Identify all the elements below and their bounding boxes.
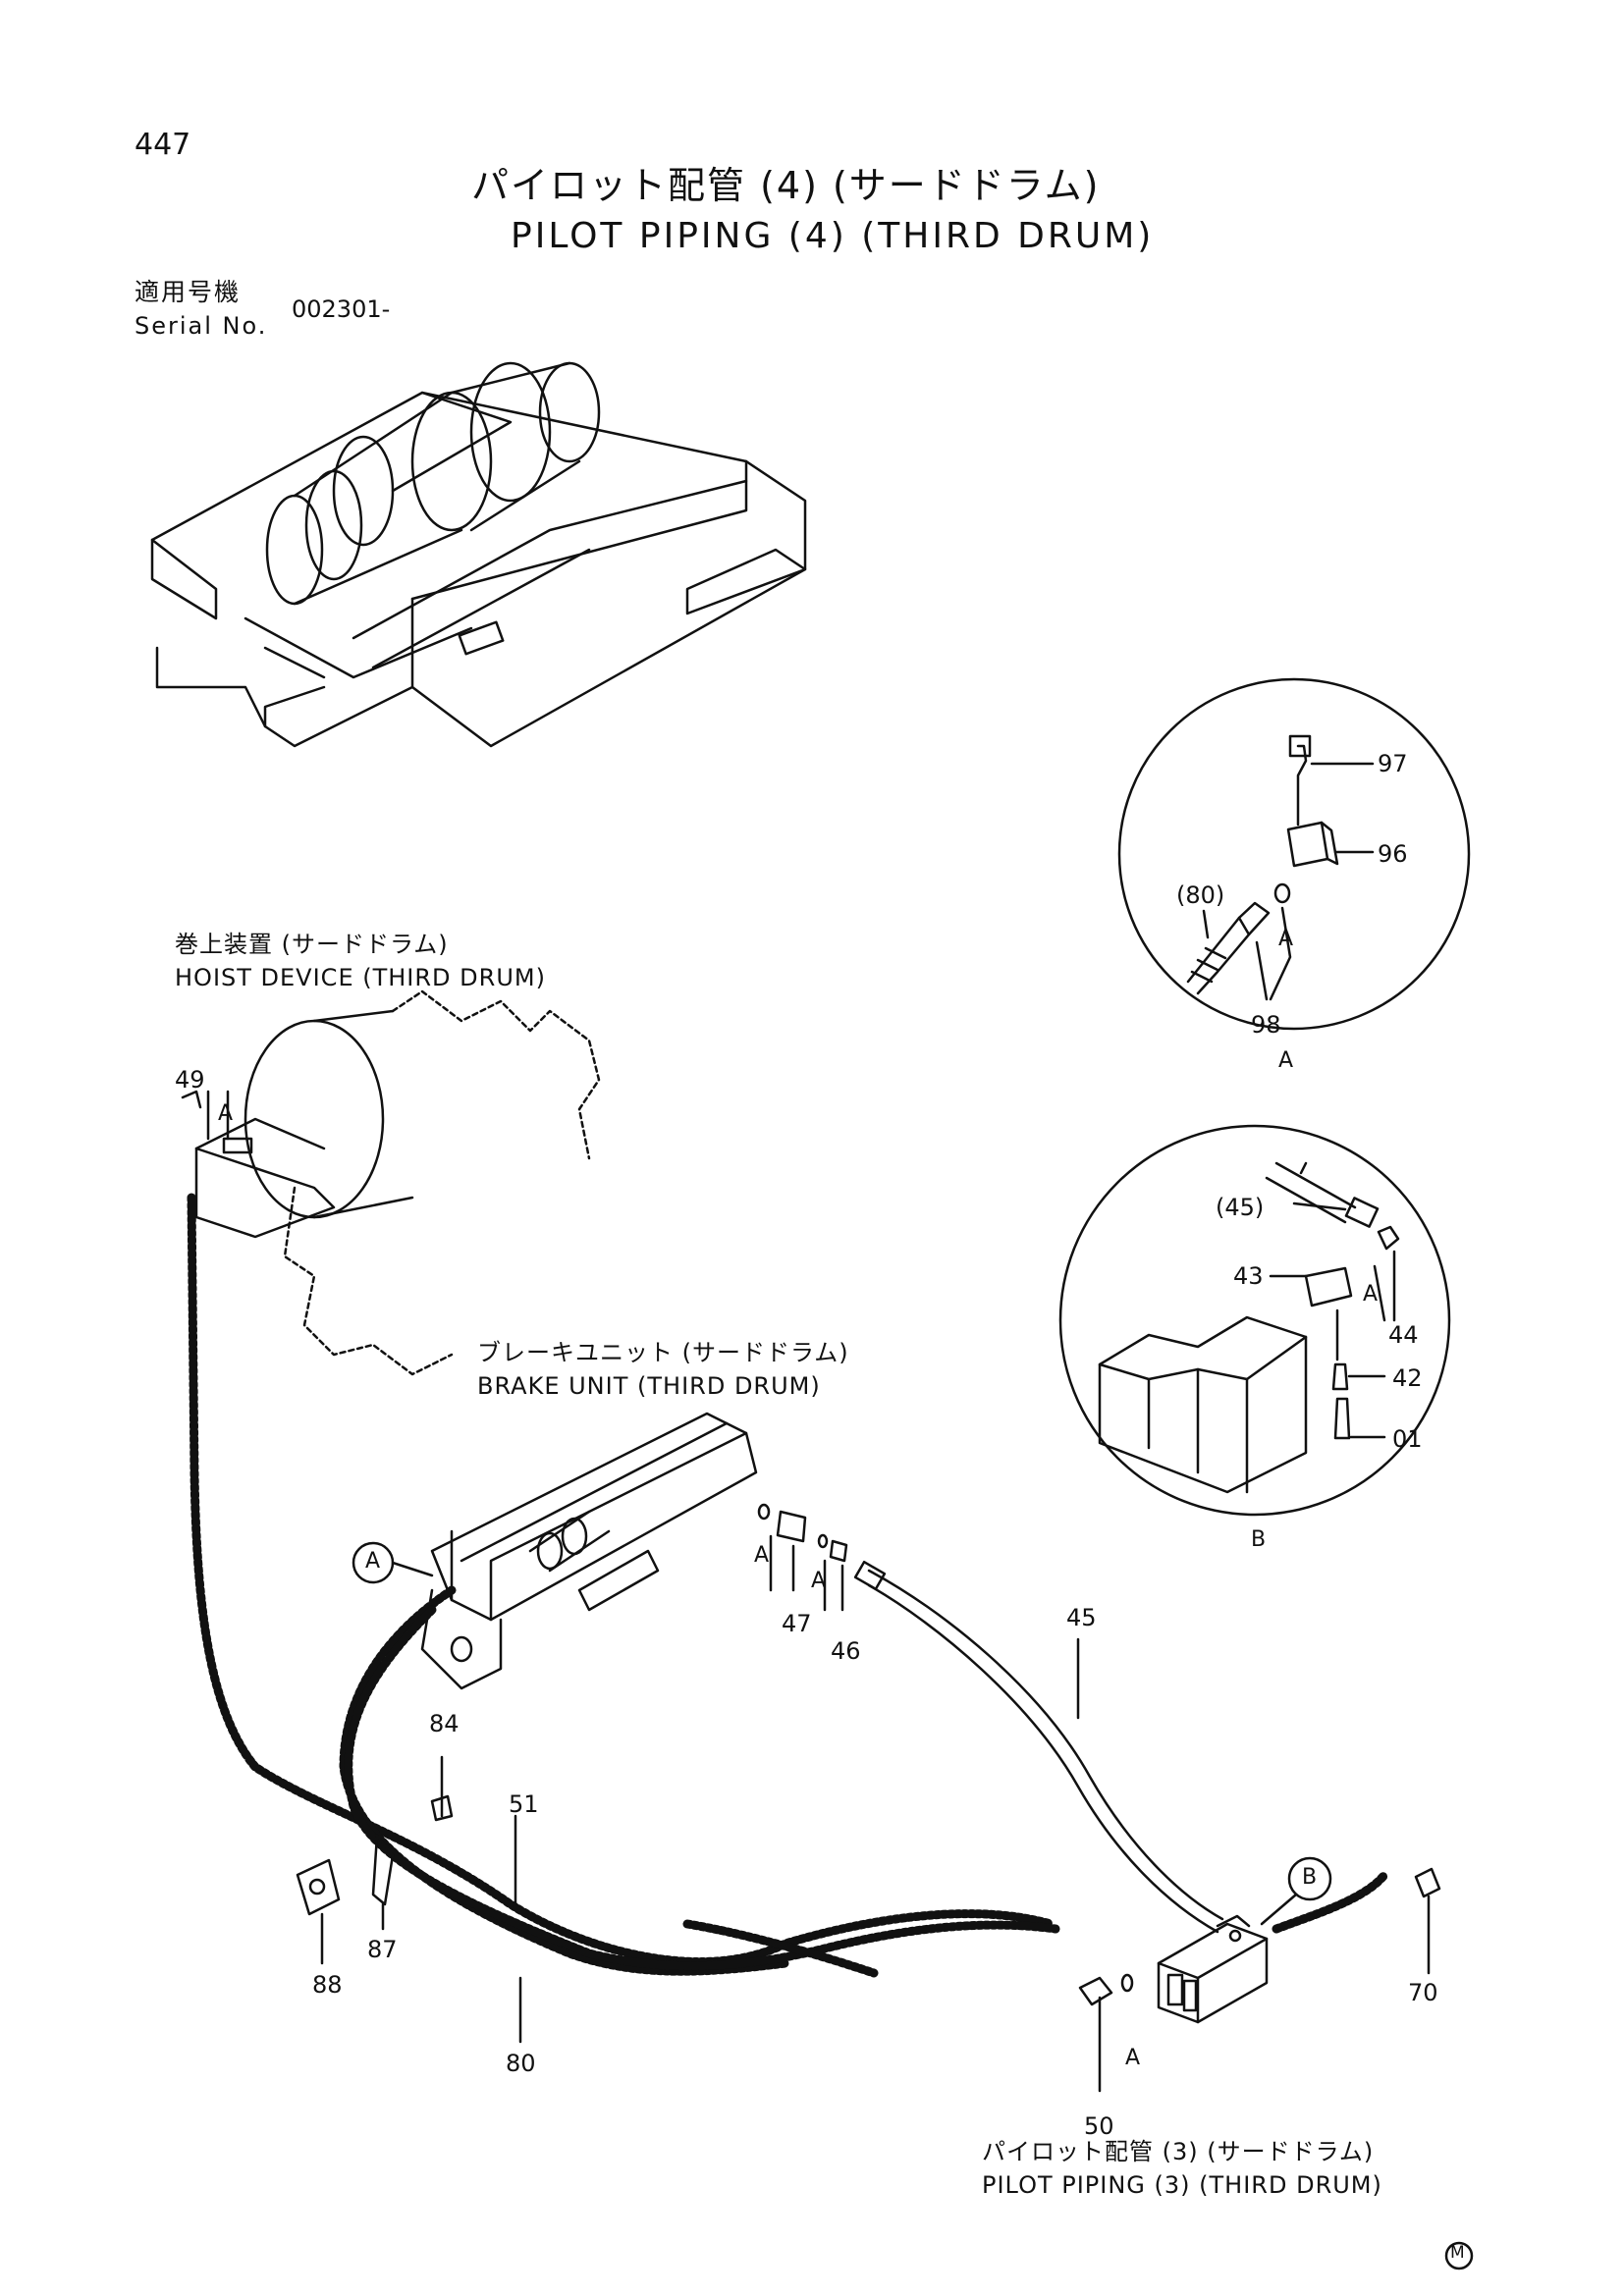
brake-unit: [420, 1412, 758, 1690]
part-number-46: 46: [831, 1637, 861, 1665]
corrugated-hoses: [187, 1193, 1389, 1978]
hoist-device-label-jp: 巻上装置 (サードドラム): [175, 931, 449, 958]
part-number-49: 49: [175, 1066, 205, 1094]
part-number-44: 44: [1388, 1321, 1419, 1349]
section-marker-a-detail-a: A: [1278, 927, 1294, 951]
pilot-piping-3-label-en: PILOT PIPING (3) (THIRD DRUM): [982, 2171, 1382, 2199]
part-number-42: 42: [1392, 1364, 1423, 1392]
brake-unit-label-jp: ブレーキユニット (サードドラム): [477, 1339, 849, 1366]
detail-a-title: A: [1278, 1048, 1294, 1073]
section-marker-a-brake-2: A: [811, 1569, 827, 1593]
part-number-45-ref: (45): [1216, 1194, 1265, 1221]
part-number-50: 50: [1084, 2112, 1114, 2140]
pilot-valve-block: [1157, 1914, 1269, 2024]
part-number-96: 96: [1378, 840, 1408, 868]
machine-overview: [150, 361, 807, 748]
callout-circles: [352, 1541, 1474, 2270]
part-number-43: 43: [1233, 1262, 1264, 1290]
title-japanese: パイロット配管 (4) (サードドラム): [471, 164, 1101, 207]
part-number-45: 45: [1066, 1604, 1097, 1631]
detail-a-view: [1117, 677, 1471, 1031]
corner-mark-label: M: [1450, 2243, 1465, 2263]
part-number-70: 70: [1408, 1979, 1438, 2006]
section-marker-a-brake-1: A: [754, 1543, 770, 1568]
part-number-80-ref: (80): [1176, 881, 1225, 909]
callout-b-label: B: [1302, 1865, 1318, 1890]
title-english: PILOT PIPING (4) (THIRD DRUM): [511, 216, 1155, 256]
serial-label-english: Serial No.: [135, 312, 268, 340]
section-marker-a-hoist: A: [218, 1101, 234, 1126]
part-number-87: 87: [367, 1936, 398, 1963]
misc-fittings: [181, 1090, 1441, 2093]
page-number: 447: [135, 128, 191, 162]
detail-b-view: [1058, 1124, 1451, 1517]
part-number-97: 97: [1378, 750, 1408, 777]
callout-a-label: A: [365, 1549, 381, 1574]
serial-number-value: 002301-: [292, 295, 391, 323]
part-number-51: 51: [509, 1790, 539, 1818]
part-number-88: 88: [312, 1971, 343, 1999]
hoist-device-label-en: HOIST DEVICE (THIRD DRUM): [175, 964, 546, 991]
hose-45: [853, 1560, 1224, 1934]
brake-unit-label-en: BRAKE UNIT (THIRD DRUM): [477, 1372, 821, 1400]
section-marker-a-valve: A: [1125, 2046, 1141, 2070]
part-number-84: 84: [429, 1710, 460, 1737]
serial-label-japanese: 適用号機: [135, 278, 242, 306]
detail-b-title: B: [1251, 1527, 1267, 1552]
section-marker-a-detail-b: A: [1363, 1282, 1379, 1307]
brake-fittings: [757, 1503, 848, 1612]
part-number-47: 47: [782, 1610, 812, 1637]
part-number-80: 80: [506, 2050, 536, 2077]
hoist-device: [194, 989, 601, 1376]
pilot-piping-3-label-jp: パイロット配管 (3) (サードドラム): [982, 2138, 1375, 2165]
